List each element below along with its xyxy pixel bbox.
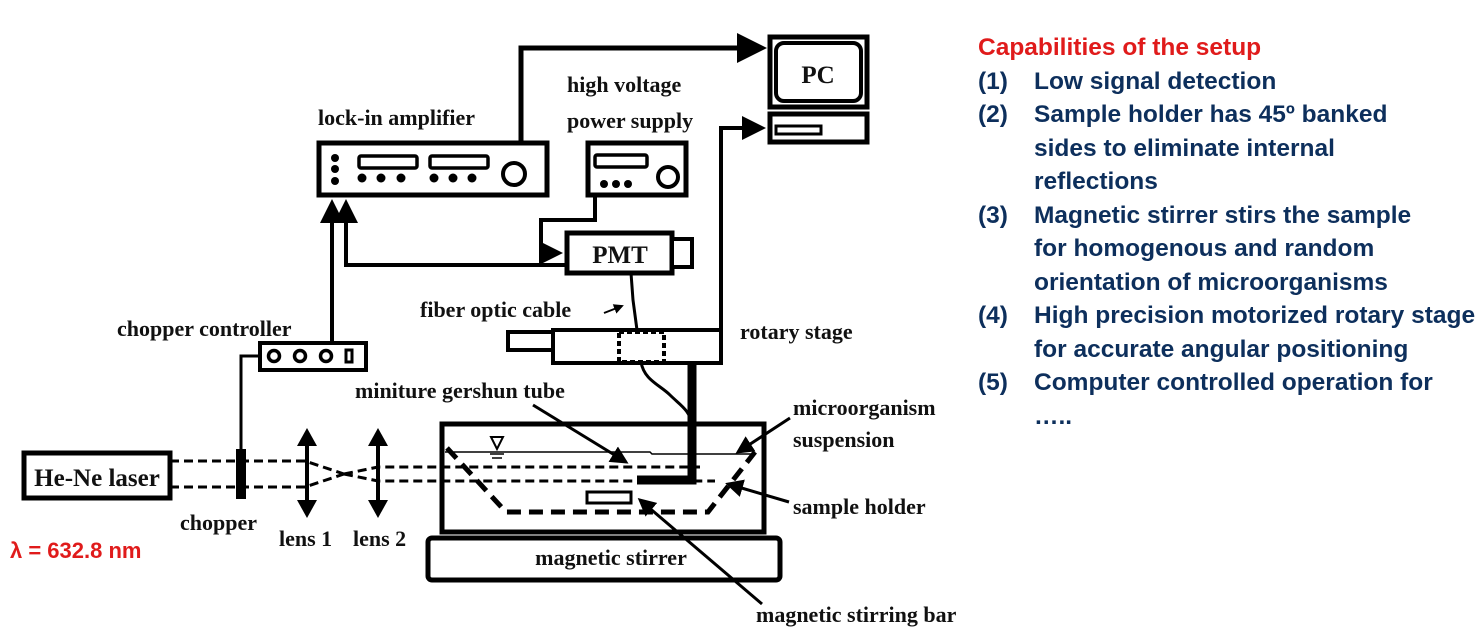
gershun-tube-label: miniture gershun tube [355, 378, 565, 403]
wire-lockin-to-pc [518, 33, 767, 143]
pmt-label: PMT [592, 242, 648, 269]
pmt-detector: PMT [564, 230, 694, 276]
wire-pmt-to-lockin [334, 199, 567, 267]
capability-text: Low signal detection [1034, 67, 1277, 95]
capability-text: Magnetic stirrer stirs the sample for ho… [1034, 201, 1412, 296]
high-voltage-power-supply [585, 140, 689, 198]
capability-item: (1) Low signal detection [978, 65, 1478, 99]
he-ne-laser-label: He-Ne laser [34, 465, 160, 492]
wavelength-label: λ = 632.8 nm [10, 538, 141, 563]
capability-number: (3) [978, 201, 1008, 229]
capability-item: (5) Computer controlled operation for ….… [978, 366, 1478, 433]
experimental-setup-diagram: PC lock-in amplifier high voltage power … [10, 33, 957, 627]
capability-number: (4) [978, 302, 1008, 329]
high-voltage-label-line2: power supply [567, 108, 693, 133]
magnetic-stirrer-label: magnetic stirrer [535, 545, 687, 570]
rotary-stage-label: rotary stage [740, 319, 853, 344]
lens-2-label: lens 2 [353, 526, 406, 551]
stirring-bar-pointer [637, 498, 763, 606]
capability-text: Computer controlled operation for ….. [1034, 369, 1433, 430]
beam-lower-1 [170, 472, 345, 489]
rotary-stage [506, 328, 723, 365]
water-level-symbol [489, 436, 505, 459]
chopper-blade [236, 449, 246, 499]
lens-2 [368, 428, 388, 518]
capability-item: (4) High precision motorized rotary stag… [978, 299, 1478, 366]
water-surface-line [445, 451, 755, 455]
capability-item: (3) Magnetic stirrer stirs the sample fo… [978, 199, 1478, 300]
lock-in-amplifier-label: lock-in amplifier [318, 105, 475, 130]
capability-number: (2) [978, 101, 1008, 128]
gershun-tube-pointer [532, 403, 629, 464]
microorganism-pointer [735, 416, 791, 454]
capabilities-panel: Capabilities of the setup (1) Low signal… [978, 31, 1478, 433]
capabilities-list: (1) Low signal detection (2) Sample hold… [978, 65, 1478, 434]
lens-1-label: lens 1 [279, 526, 332, 551]
capability-number: (5) [978, 369, 1008, 396]
magnetic-stirring-bar-label: magnetic stirring bar [756, 602, 957, 627]
wire-controller-to-chopper [239, 354, 260, 449]
capability-number: (1) [978, 67, 1008, 95]
wire-rotary-to-pc [719, 116, 766, 330]
magnetic-stirring-bar [585, 490, 633, 505]
capabilities-title: Capabilities of the setup [978, 34, 1262, 61]
fiber-optic-cable-pointer [603, 304, 624, 314]
beam-upper-2 [343, 465, 680, 476]
capability-item: (2) Sample holder has 45º banked sides t… [978, 98, 1478, 199]
capability-text: High precision motorized rotary stage fo… [1034, 302, 1476, 363]
magnetic-stirrer [425, 535, 783, 583]
sample-holder-pointer [725, 479, 790, 504]
wire-hv-to-pmt [539, 195, 597, 265]
chopper-label: chopper [180, 510, 257, 535]
water-tank [439, 421, 767, 535]
pc-screen [774, 41, 863, 103]
lens-1 [297, 428, 317, 518]
microorganism-label-line2: suspension [793, 427, 895, 452]
capability-text: Sample holder has 45º banked sides to el… [1034, 101, 1388, 195]
chopper-controller [258, 341, 368, 372]
pc-computer: PC [767, 34, 870, 145]
chopper-controller-label: chopper controller [117, 316, 292, 341]
microorganism-label-line1: microorganism [793, 395, 936, 420]
fiber-optic-cable-label: fiber optic cable [420, 297, 571, 322]
sample-holder-outline [445, 446, 757, 515]
he-ne-laser: He-Ne laser [21, 450, 173, 501]
high-voltage-label-line1: high voltage [567, 72, 682, 97]
lock-in-amplifier [316, 140, 550, 198]
pc-label: PC [801, 62, 834, 89]
pc-drive-slot [774, 124, 823, 136]
sample-holder-label: sample holder [793, 494, 926, 519]
beam-upper-1 [170, 459, 345, 476]
